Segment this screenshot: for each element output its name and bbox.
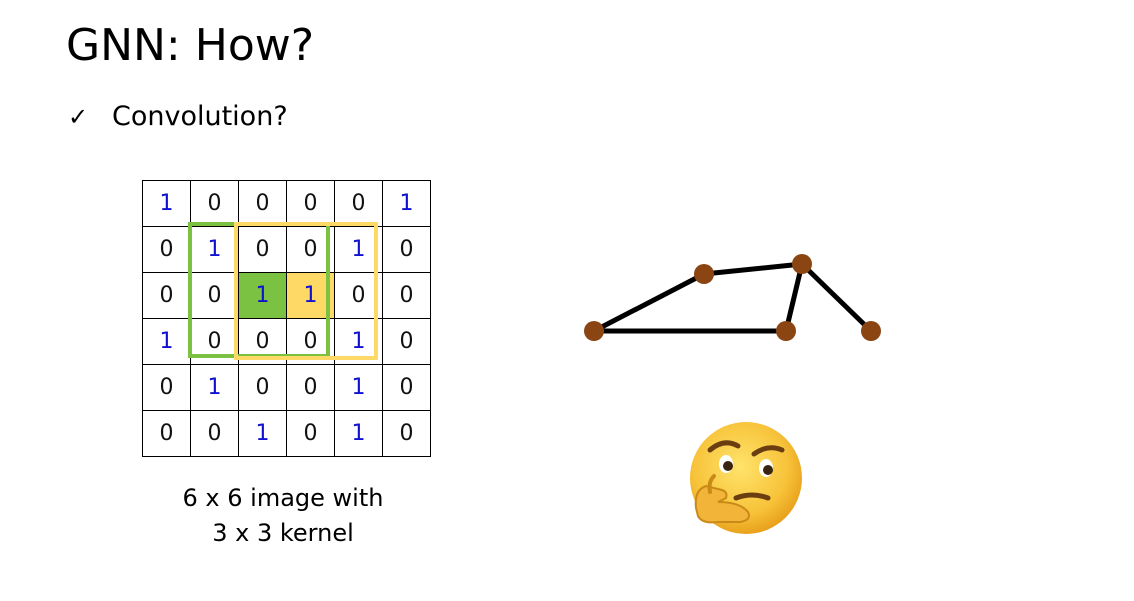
grid-cell: 0 — [142, 272, 191, 319]
caption-line-2: 3 x 3 kernel — [212, 519, 354, 547]
grid-cell: 0 — [190, 180, 239, 227]
grid-cell: 0 — [286, 410, 335, 457]
grid-cell: 0 — [382, 364, 431, 411]
caption-line-1: 6 x 6 image with — [182, 484, 384, 512]
grid-cell: 0 — [190, 410, 239, 457]
grid-cell: 0 — [238, 318, 287, 365]
grid-cell: 0 — [286, 364, 335, 411]
grid-cell: 1 — [238, 272, 287, 319]
grid-cell: 0 — [238, 180, 287, 227]
grid-cell: 0 — [238, 226, 287, 273]
grid-cell: 0 — [382, 272, 431, 319]
graph-edges — [592, 261, 873, 334]
grid-caption: 6 x 6 image with 3 x 3 kernel — [150, 481, 416, 551]
graph-diagram — [584, 254, 881, 341]
grid-cell: 1 — [190, 226, 239, 273]
thinking-face-icon — [690, 422, 802, 534]
graph-edge — [783, 263, 805, 332]
grid-cell: 0 — [334, 180, 383, 227]
grid-cell: 0 — [142, 364, 191, 411]
graph-node — [861, 321, 881, 341]
graph-edge — [800, 262, 873, 333]
checkmark-icon: ✓ — [68, 103, 89, 131]
grid-cell: 0 — [382, 410, 431, 457]
grid-cell: 1 — [334, 318, 383, 365]
graph-edge — [703, 261, 803, 277]
grid-cell: 1 — [142, 318, 191, 365]
bullet-text: Convolution? — [112, 101, 288, 132]
grid-cell: 0 — [142, 410, 191, 457]
graph-nodes — [584, 254, 881, 341]
slide-title: GNN: How? — [66, 20, 315, 71]
grid-cell: 0 — [382, 226, 431, 273]
grid-cell: 0 — [238, 364, 287, 411]
grid-cell: 1 — [382, 180, 431, 227]
grid-cell: 1 — [190, 364, 239, 411]
grid-cell: 0 — [286, 226, 335, 273]
grid-cell: 1 — [142, 180, 191, 227]
grid-cell: 0 — [142, 226, 191, 273]
graph-node — [584, 321, 604, 341]
grid-cell: 1 — [286, 272, 335, 319]
grid-cell: 0 — [190, 272, 239, 319]
grid-cell: 0 — [286, 318, 335, 365]
grid-cell: 1 — [238, 410, 287, 457]
grid-cell: 0 — [190, 318, 239, 365]
graph-node — [694, 264, 714, 284]
graph-edge — [592, 271, 706, 334]
graph-node — [776, 321, 796, 341]
grid-cell: 0 — [382, 318, 431, 365]
bullet-convolution: ✓ Convolution? — [68, 100, 288, 134]
grid-cell: 0 — [286, 180, 335, 227]
graph-node — [792, 254, 812, 274]
grid-cell: 1 — [334, 226, 383, 273]
grid-cell: 0 — [334, 272, 383, 319]
grid-cell: 1 — [334, 364, 383, 411]
grid-cell: 1 — [334, 410, 383, 457]
